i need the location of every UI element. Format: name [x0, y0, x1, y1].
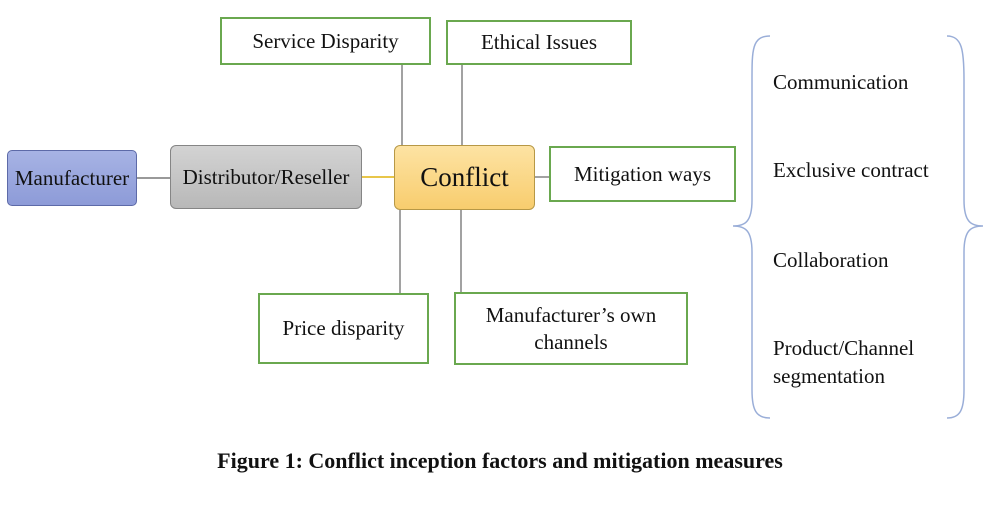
service-disparity-node: Service Disparity — [220, 17, 431, 65]
own-channels-node: Manufacturer’s own channels — [454, 292, 688, 365]
distributor-node: Distributor/Reseller — [170, 145, 362, 209]
conflict-node: Conflict — [394, 145, 535, 210]
measure-exclusive-contract: Exclusive contract — [773, 158, 929, 182]
measure-collaboration: Collaboration — [773, 248, 889, 272]
price-disparity-node: Price disparity — [258, 293, 429, 364]
left-brace — [732, 35, 771, 419]
measure-communication: Communication — [773, 70, 909, 94]
mitigation-ways-node: Mitigation ways — [549, 146, 736, 202]
measure-product-channel-segmentation: Product/Channel segmentation — [773, 336, 915, 388]
own-channels-label: Manufacturer’s own channels — [485, 303, 657, 354]
figure-caption: Figure 1: Conflict inception factors and… — [217, 448, 783, 473]
ethical-issues-node: Ethical Issues — [446, 20, 632, 65]
manufacturer-node: Manufacturer — [7, 150, 137, 206]
right-brace — [946, 35, 984, 419]
